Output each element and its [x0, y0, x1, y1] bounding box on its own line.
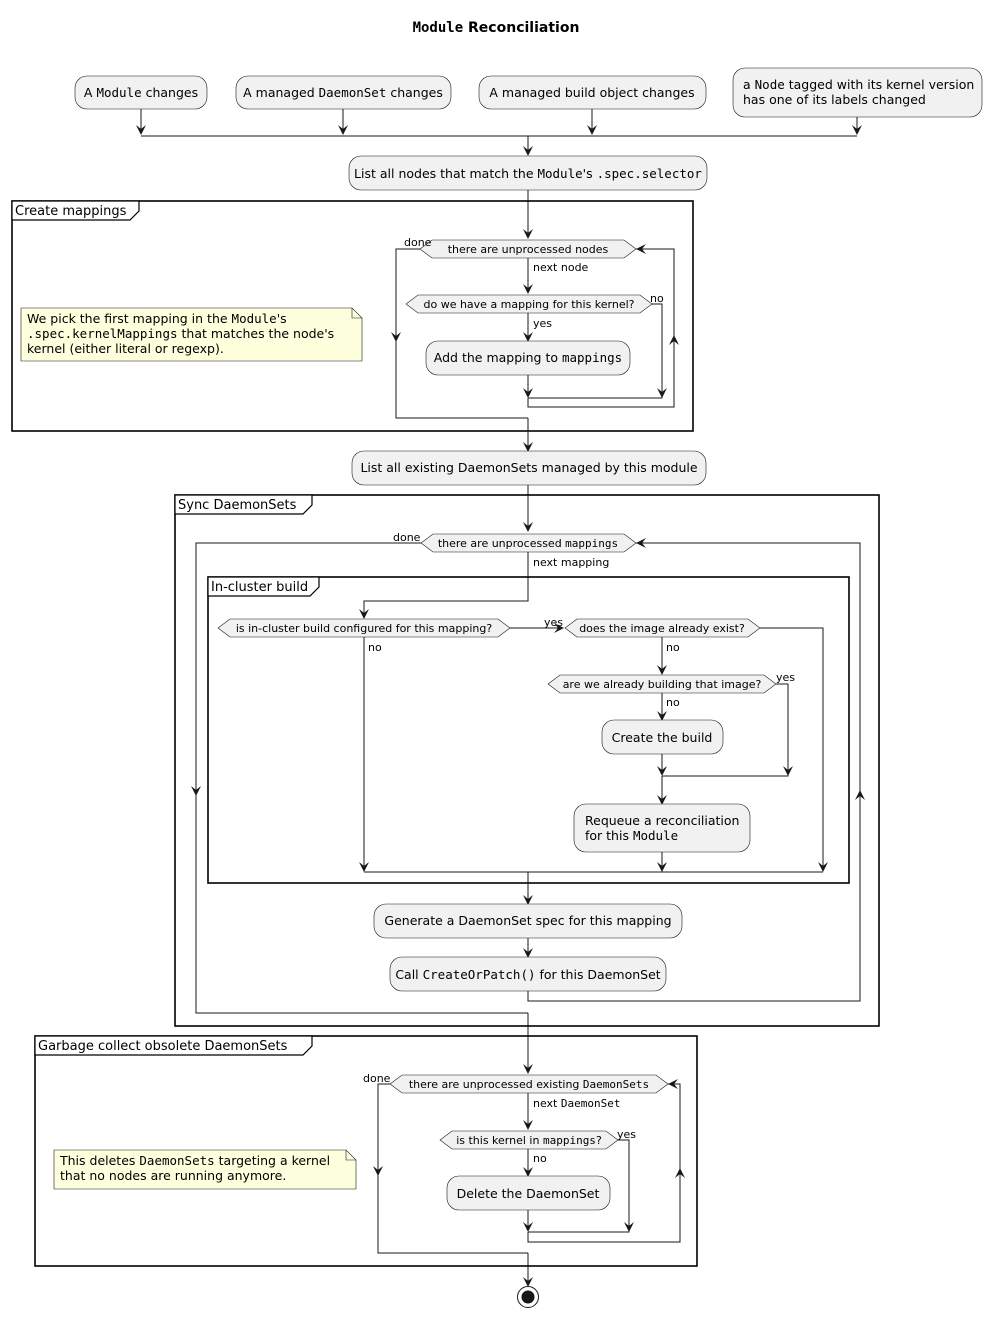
svg-text:there are unprocessed existing: there are unprocessed existing DaemonSet…: [409, 1078, 649, 1091]
svg-text:Delete the DaemonSet: Delete the DaemonSet: [457, 1186, 600, 1201]
svg-text:Create the build: Create the build: [612, 730, 713, 745]
kernel-decision-no-label: no: [533, 1152, 547, 1165]
generate-daemonset-step: Generate a DaemonSet spec for this mappi…: [373, 903, 683, 939]
svg-text:that no nodes are running anym: that no nodes are running anymore.: [60, 1168, 286, 1183]
image-exists-no-label: no: [666, 641, 680, 654]
svg-text:A managed DaemonSet changes: A managed DaemonSet changes: [243, 85, 443, 100]
svg-text:Requeue a reconciliation: Requeue a reconciliation: [585, 813, 739, 828]
build-configured-no-label: no: [368, 641, 382, 654]
in-cluster-build-frame: In-cluster build: [207, 576, 850, 884]
svg-text:Add the mapping to mappings: Add the mapping to mappings: [434, 350, 622, 365]
mappings-loop-next-label: next mapping: [533, 556, 609, 569]
garbage-collect-frame: Garbage collect obsolete DaemonSets: [34, 1035, 698, 1267]
mappings-loop-done-label: done: [393, 531, 421, 544]
svg-text:Call CreateOrPatch() for this: Call CreateOrPatch() for this DaemonSet: [395, 967, 660, 982]
sync-daemonsets-frame: Sync DaemonSets: [174, 494, 880, 1027]
create-build-step: Create the build: [601, 719, 724, 755]
nodes-loop-next-label: next node: [533, 261, 589, 274]
list-nodes-step: List all nodes that match the Module's .…: [348, 155, 708, 191]
svg-text:This deletes DaemonSets target: This deletes DaemonSets targeting a kern…: [59, 1153, 330, 1168]
trigger-connectors: [136, 109, 862, 156]
list-daemonsets-step: List all existing DaemonSets managed by …: [351, 450, 707, 486]
svg-text:for this Module: for this Module: [585, 828, 678, 843]
daemonsets-loop-condition: there are unprocessed existing DaemonSet…: [389, 1074, 669, 1094]
trigger-node-label-changes: a Node tagged with its kernel version ha…: [732, 67, 983, 118]
create-mappings-frame: Create mappings: [11, 200, 694, 432]
mapping-selection-note: We pick the first mapping in the Module'…: [20, 307, 363, 362]
svg-text:is in-cluster build configured: is in-cluster build configured for this …: [236, 622, 493, 635]
svg-text:.spec.kernelMappings that matc: .spec.kernelMappings that matches the no…: [27, 326, 334, 341]
daemonsets-loop-next-label: next DaemonSet: [533, 1097, 620, 1110]
svg-text:A Module changes: A Module changes: [84, 85, 198, 100]
svg-text:are we already building that i: are we already building that image?: [563, 678, 762, 691]
mapping-exists-decision: do we have a mapping for this kernel?: [405, 294, 653, 314]
delete-daemonset-step: Delete the DaemonSet: [446, 1175, 611, 1211]
mappings-loop-condition: there are unprocessed mappings: [420, 533, 637, 553]
nodes-loop-done-label: done: [404, 236, 432, 249]
already-building-no-label: no: [666, 696, 680, 709]
trigger-module-changes: A Module changes: [74, 75, 208, 110]
daemonsets-loop-done-label: done: [363, 1072, 391, 1085]
gc-note: This deletes DaemonSets targeting a kern…: [53, 1149, 357, 1190]
image-exists-decision: does the image already exist?: [564, 618, 761, 638]
svg-text:Create mappings: Create mappings: [15, 204, 127, 219]
svg-text:List all existing DaemonSets m: List all existing DaemonSets managed by …: [360, 460, 697, 475]
kernel-in-mappings-decision: is this kernel in mappings?: [439, 1130, 619, 1150]
svg-text:Sync DaemonSets: Sync DaemonSets: [178, 498, 297, 513]
mapping-decision-no-label: no: [650, 292, 664, 305]
svg-text:Garbage collect obsolete Daemo: Garbage collect obsolete DaemonSets: [38, 1039, 288, 1054]
diagram-title: Module Reconciliation: [413, 20, 580, 36]
svg-text:there are unprocessed mappings: there are unprocessed mappings: [438, 537, 618, 550]
svg-text:kernel (either literal or rege: kernel (either literal or regexp).: [27, 341, 224, 356]
svg-text:does the image already exist?: does the image already exist?: [579, 622, 745, 635]
svg-text:has one of its labels changed: has one of its labels changed: [743, 92, 926, 107]
svg-text:List all nodes that match the: List all nodes that match the Module's .…: [354, 166, 702, 181]
svg-text:Generate a DaemonSet spec for: Generate a DaemonSet spec for this mappi…: [384, 913, 671, 928]
add-mapping-step: Add the mapping to mappings: [425, 340, 631, 376]
end-node: [517, 1286, 539, 1308]
svg-text:a Node tagged with its kernel: a Node tagged with its kernel version: [743, 77, 974, 92]
trigger-daemonset-changes: A managed DaemonSet changes: [235, 75, 452, 110]
mapping-decision-yes-label: yes: [533, 317, 552, 330]
svg-text:there are unprocessed nodes: there are unprocessed nodes: [448, 243, 609, 256]
create-or-patch-step: Call CreateOrPatch() for this DaemonSet: [389, 956, 667, 992]
svg-text:We pick the first mapping in t: We pick the first mapping in the Module'…: [27, 311, 287, 326]
nodes-loop-condition: there are unprocessed nodes: [419, 239, 637, 259]
svg-text:A managed build object changes: A managed build object changes: [489, 85, 694, 100]
already-building-yes-label: yes: [776, 671, 795, 684]
svg-text:do we have a mapping for this: do we have a mapping for this kernel?: [423, 298, 634, 311]
already-building-decision: are we already building that image?: [547, 674, 777, 694]
svg-text:In-cluster build: In-cluster build: [211, 580, 308, 595]
trigger-build-object-changes: A managed build object changes: [478, 75, 707, 110]
requeue-step: Requeue a reconciliation for this Module: [573, 803, 751, 853]
kernel-decision-yes-label: yes: [617, 1128, 636, 1141]
svg-text:is this kernel in mappings?: is this kernel in mappings?: [456, 1134, 602, 1147]
build-configured-decision: is in-cluster build configured for this …: [217, 618, 511, 638]
